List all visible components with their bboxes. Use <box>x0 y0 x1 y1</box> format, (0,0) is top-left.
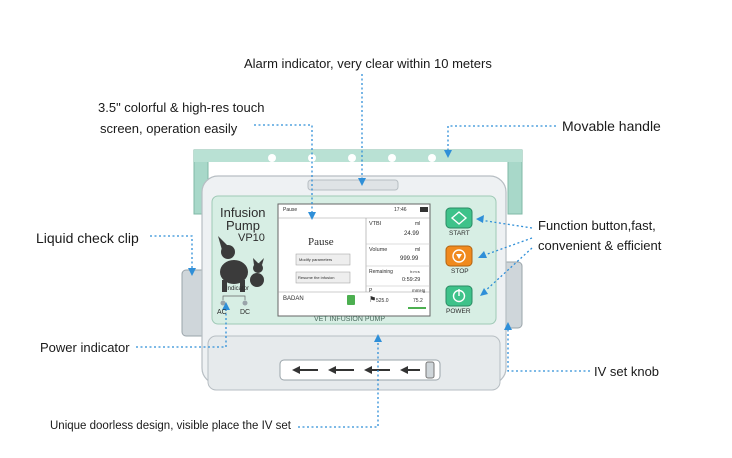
start-label: START <box>449 230 470 237</box>
power-label: POWER <box>446 308 471 315</box>
ac-label: AC <box>217 309 227 316</box>
stop-icon <box>452 249 466 263</box>
row-remaining-unit: h:m:s <box>410 269 420 274</box>
screen-drug: BADAN <box>283 296 304 302</box>
row-remaining-value: 0:59:29 <box>402 277 421 283</box>
brand-line2: Pump <box>226 218 260 233</box>
flow-icon: ⚑ <box>369 295 377 304</box>
screen-modify-button: Modify parameters <box>299 257 333 262</box>
row-vtbi-unit: ml <box>415 221 421 227</box>
pet-silhouette-icon <box>218 236 264 292</box>
screen-header-time: 17:46 <box>394 207 407 213</box>
callout-lines <box>136 74 590 428</box>
row-pressure-label: P <box>369 288 373 294</box>
callout-screen-line1: 3.5" colorful & high-res touch <box>98 100 265 115</box>
screen-resume-button: Resume the infusion <box>298 275 335 280</box>
row-remaining-label: Remaining <box>369 269 393 275</box>
bottom-label: VET INFUSION PUMP <box>314 316 386 323</box>
callout-doorless: Unique doorless design, visible place th… <box>50 420 292 432</box>
dc-led <box>242 300 248 306</box>
callout-function-line2: convenient & efficient <box>538 238 662 253</box>
brand-line1: Infusion <box>220 205 266 220</box>
row-pressure-unit: mmHg <box>412 288 426 293</box>
dc-label: DC <box>240 309 251 316</box>
row-vtbi-value: 24.99 <box>404 231 420 237</box>
iv-channel <box>279 359 441 381</box>
row-volume-label: Volume <box>369 247 388 253</box>
row-volume-unit: ml <box>415 247 421 253</box>
callout-iv-knob: IV set knob <box>594 364 660 379</box>
start-icon <box>450 211 468 225</box>
callout-handle: Movable handle <box>562 118 661 134</box>
screen-flow-value: 525.0 <box>376 298 389 304</box>
screen-status: Pause <box>308 236 334 248</box>
callout-function-line1: Function button,fast, <box>538 218 656 233</box>
row-volume-value: 999.99 <box>400 256 419 262</box>
callout-power-indicator: Power indicator <box>40 340 130 355</box>
callout-screen-line2: screen, operation easily <box>100 121 238 136</box>
screen-header-left: Pause <box>283 207 298 213</box>
callout-liquid-clip: Liquid check clip <box>36 230 139 246</box>
model-label: VP10 <box>238 232 265 244</box>
callout-alarm: Alarm indicator, very clear within 10 me… <box>244 56 492 71</box>
row-pressure-value: 75.2 <box>413 298 423 304</box>
flow-direction-arrows <box>292 366 420 374</box>
start-button-shape <box>445 207 473 229</box>
ac-led <box>220 300 226 306</box>
stop-label: STOP <box>451 268 469 275</box>
indicator-label: Indicator <box>226 286 250 292</box>
row-vtbi-label: VTBI <box>369 221 382 227</box>
alarm-indicator-bar <box>307 179 399 191</box>
